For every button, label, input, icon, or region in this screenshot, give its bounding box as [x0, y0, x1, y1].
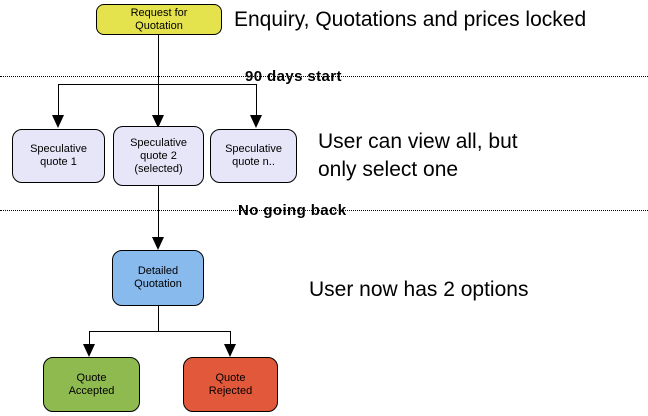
connector-drop-quoten: [256, 84, 257, 118]
node-speculative-quote-1: Speculative quote 1: [12, 129, 105, 183]
connector-drop-quote2: [158, 84, 159, 118]
connector-drop-accepted: [89, 331, 90, 346]
phase-divider-90-days: [0, 76, 648, 77]
connector-drop-quote1: [58, 84, 59, 118]
arrow-down-icon: [250, 115, 262, 128]
phase-label-no-going-back: No going back: [238, 202, 347, 219]
annotation-enquiry-locked: Enquiry, Quotations and prices locked: [234, 8, 587, 31]
annotation-user-view-all: User can view all, but only select one: [318, 130, 518, 181]
arrow-down-icon: [152, 115, 164, 128]
node-speculative-quote-n: Speculative quote n..: [210, 129, 297, 183]
connector-branch-bottom: [89, 331, 231, 332]
node-quote-accepted: Quote Accepted: [43, 357, 140, 412]
arrow-down-icon: [224, 344, 236, 357]
arrow-down-icon: [152, 237, 164, 250]
connector-quote2-to-detailed: [158, 186, 159, 238]
connector-branch-top: [58, 84, 257, 85]
arrow-down-icon: [52, 115, 64, 128]
connector-request-to-branch: [158, 35, 159, 84]
node-detailed-quotation: Detailed Quotation: [112, 250, 204, 306]
connector-detailed-to-branch: [158, 306, 159, 331]
node-request-for-quotation: Request for Quotation: [96, 4, 222, 35]
node-quote-rejected: Quote Rejected: [183, 357, 278, 412]
node-speculative-quote-2-selected: Speculative quote 2 (selected): [113, 126, 204, 186]
arrow-down-icon: [83, 344, 95, 357]
phase-label-90-days-start: 90 days start: [245, 68, 342, 85]
connector-drop-rejected: [230, 331, 231, 346]
annotation-two-options: User now has 2 options: [309, 278, 529, 301]
phase-divider-no-going-back: [0, 210, 648, 211]
